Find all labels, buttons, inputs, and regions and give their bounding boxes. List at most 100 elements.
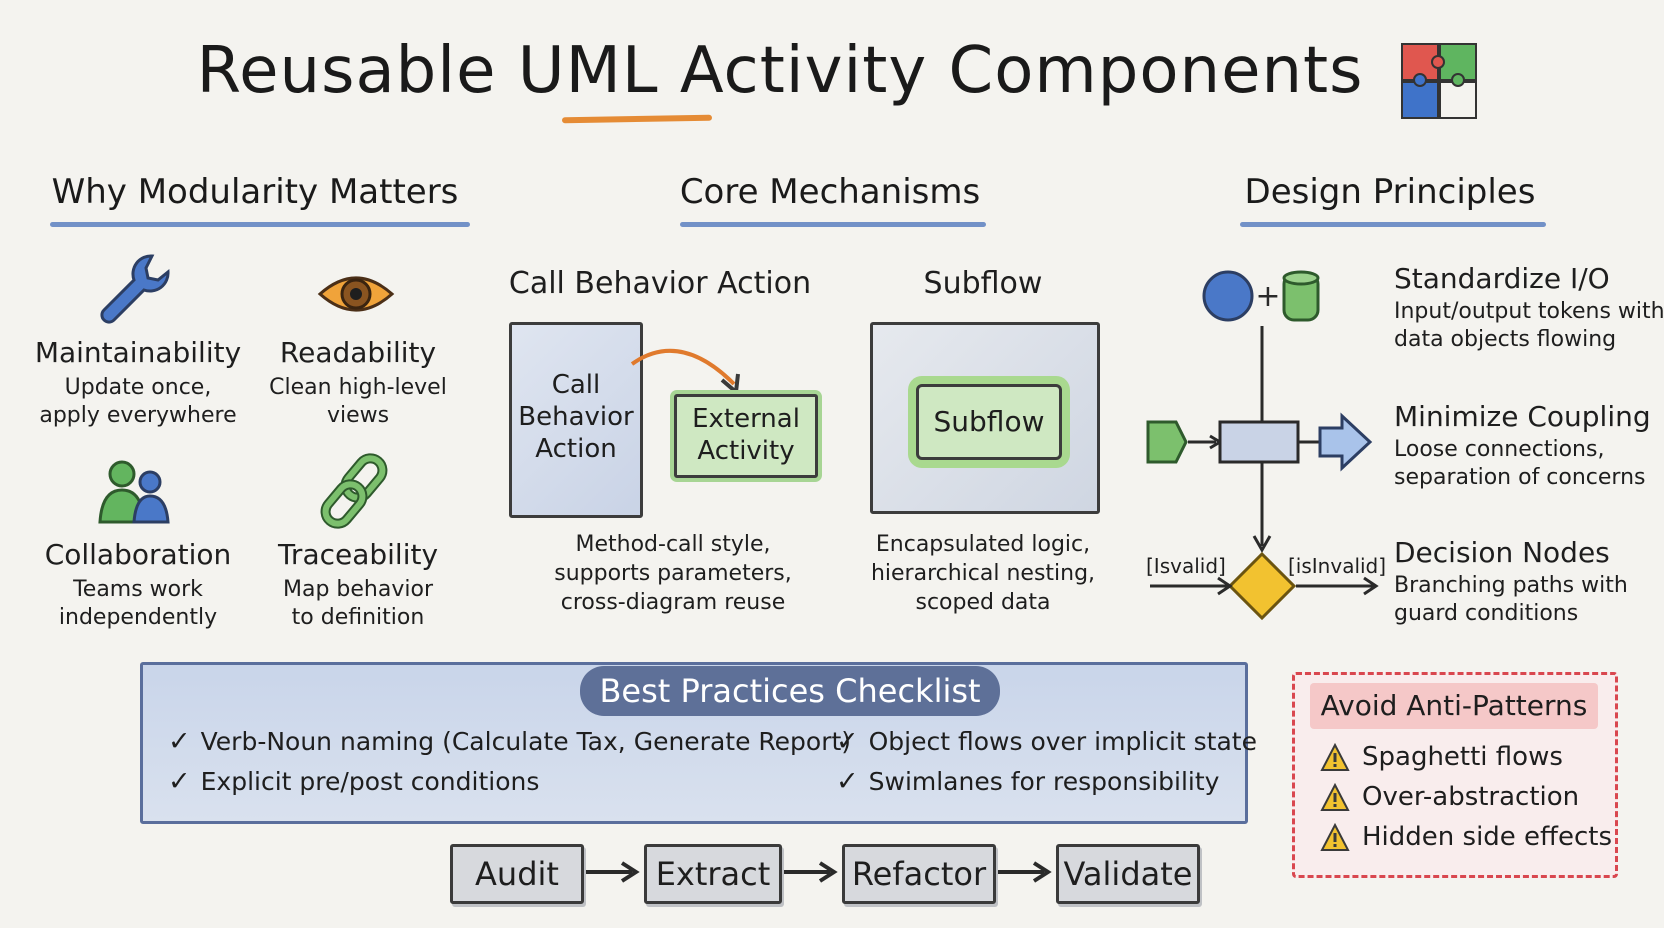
benefit-desc-line: independently — [58, 605, 218, 630]
checklist-item: ✓Verb-Noun naming (Calculate Tax, Genera… — [168, 726, 851, 757]
checklist-item-text: Verb-Noun naming (Calculate Tax, Generat… — [200, 727, 852, 756]
arrow-right-icon — [998, 861, 1052, 883]
people-icon — [98, 460, 170, 524]
anti-patterns-title: Avoid Anti-Patterns — [1320, 689, 1588, 722]
principle-title-decision: Decision Nodes — [1394, 536, 1610, 569]
anti-pattern-item: Hidden side effects — [1320, 822, 1612, 853]
benefit-desc-line: Map behavior — [283, 577, 433, 602]
desc-line: Encapsulated logic, — [875, 532, 1091, 557]
anti-pattern-text: Spaghetti flows — [1362, 742, 1563, 772]
external-activity-label: External Activity — [677, 403, 815, 467]
arrow-right-icon — [784, 861, 838, 883]
mechanism-title-subflow: Subflow — [923, 266, 1043, 301]
principle-title-io: Standardize I/O — [1394, 262, 1610, 295]
checklist-item: ✓ Explicit pre/post conditions — [168, 766, 539, 797]
box-label-line: Behavior — [518, 402, 634, 432]
benefit-desc-line: to definition — [291, 605, 425, 630]
checkmark-icon: ✓ — [168, 766, 191, 797]
benefit-desc-readability: Clean high-level views — [248, 374, 468, 430]
benefit-desc-line: apply everywhere — [39, 403, 237, 428]
desc-line: supports parameters, — [554, 561, 792, 586]
checklist-item: ✓ Swimlanes for responsibility — [836, 766, 1219, 797]
warning-icon — [1320, 822, 1350, 851]
warning-icon — [1320, 742, 1350, 771]
checklist-item-text: Explicit pre/post conditions — [200, 767, 540, 796]
desc-line: Loose connections, — [1394, 437, 1605, 462]
benefit-desc-line: Clean high-level — [269, 375, 447, 400]
box-label-line: Action — [535, 434, 617, 464]
benefit-title-collaboration: Collaboration — [44, 538, 232, 571]
checklist-item: ✓ Object flows over implicit state — [836, 726, 1257, 757]
call-arrow — [630, 348, 740, 396]
checkmark-icon: ✓ — [836, 726, 859, 757]
guard-label-valid: [Isvalid] — [1146, 554, 1226, 578]
desc-line: data objects flowing — [1394, 327, 1617, 352]
action-node — [1218, 420, 1300, 464]
desc-line: Input/output tokens with — [1394, 299, 1664, 324]
mechanism-desc-call-behavior: Method-call style, supports parameters, … — [520, 530, 826, 617]
box-label-line: External — [692, 404, 800, 434]
section-underline — [50, 222, 470, 227]
eye-icon — [317, 276, 395, 312]
anti-patterns-title-banner: Avoid Anti-Patterns — [1310, 683, 1598, 729]
checkmark-icon: ✓ — [836, 766, 859, 797]
chain-link-icon — [320, 453, 388, 529]
mechanism-desc-subflow: Encapsulated logic, hierarchical nesting… — [850, 530, 1116, 617]
principles-flow-diagram: + — [1146, 270, 1379, 621]
principle-title-coupling: Minimize Coupling — [1394, 400, 1651, 433]
guard-label-invalid: [isInvalid] — [1288, 554, 1387, 578]
benefit-title-maintainability: Maintainability — [34, 336, 242, 369]
warning-icon — [1320, 782, 1350, 811]
input-pin-icon — [1146, 420, 1188, 464]
benefit-desc-maintainability: Update once, apply everywhere — [20, 374, 256, 430]
mechanism-title-call-behavior: Call Behavior Action — [508, 266, 812, 301]
desc-line: cross-diagram reuse — [560, 590, 786, 615]
desc-line: hierarchical nesting, — [870, 561, 1096, 586]
benefit-title-traceability: Traceability — [277, 538, 439, 571]
desc-line: separation of concerns — [1394, 465, 1646, 490]
section-underline — [680, 222, 986, 227]
process-step-refactor: Refactor — [842, 844, 996, 904]
process-step-validate: Validate — [1056, 844, 1200, 904]
benefit-desc-line: Teams work — [73, 577, 203, 602]
subflow-inner-box: Subflow — [916, 384, 1062, 460]
call-behavior-action-box: Call Behavior Action — [509, 322, 643, 518]
benefit-desc-line: views — [326, 403, 390, 428]
output-arrow-icon — [1318, 412, 1373, 472]
desc-line: Branching paths with — [1394, 573, 1628, 598]
benefit-title-readability: Readability — [279, 336, 437, 369]
anti-pattern-text: Hidden side effects — [1362, 822, 1612, 852]
title-accent-underline — [561, 114, 713, 124]
checklist-title: Best Practices Checklist — [599, 672, 981, 710]
wrench-icon — [100, 254, 170, 324]
section-heading-principles: Design Principles — [1244, 172, 1536, 212]
decision-diamond-icon — [1227, 551, 1297, 621]
desc-line: guard conditions — [1394, 601, 1579, 626]
anti-pattern-item: Spaghetti flows — [1320, 742, 1563, 773]
section-heading-core: Core Mechanisms — [679, 172, 981, 212]
process-step-extract: Extract — [644, 844, 782, 904]
benefit-desc-line: Update once, — [64, 375, 212, 400]
principle-desc-decision: Branching paths with guard conditions — [1394, 572, 1628, 628]
page-title: Reusable UML Activity Components — [196, 34, 1364, 108]
anti-pattern-text: Over-abstraction — [1362, 782, 1580, 812]
desc-line: scoped data — [915, 590, 1051, 615]
anti-pattern-item: Over-abstraction — [1320, 782, 1579, 813]
external-activity-box: External Activity — [674, 394, 818, 478]
plus-icon: + — [1255, 279, 1280, 314]
box-label-line: Activity — [697, 436, 795, 466]
box-label-line: Call — [551, 370, 601, 400]
desc-line: Method-call style, — [575, 532, 771, 557]
data-object-circle-icon — [1202, 270, 1254, 322]
principle-desc-io: Input/output tokens with data objects fl… — [1394, 298, 1664, 354]
benefit-desc-traceability: Map behavior to definition — [248, 576, 468, 632]
arrow-right-icon — [586, 861, 640, 883]
subflow-inner-label: Subflow — [933, 405, 1045, 438]
section-underline — [1240, 222, 1546, 227]
process-step-audit: Audit — [450, 844, 584, 904]
principle-desc-coupling: Loose connections, separation of concern… — [1394, 436, 1646, 492]
checklist-item-text: Swimlanes for responsibility — [868, 767, 1220, 796]
benefit-desc-collaboration: Teams work independently — [20, 576, 256, 632]
puzzle-icon — [1401, 43, 1477, 119]
checklist-item-text: Object flows over implicit state — [868, 727, 1257, 756]
